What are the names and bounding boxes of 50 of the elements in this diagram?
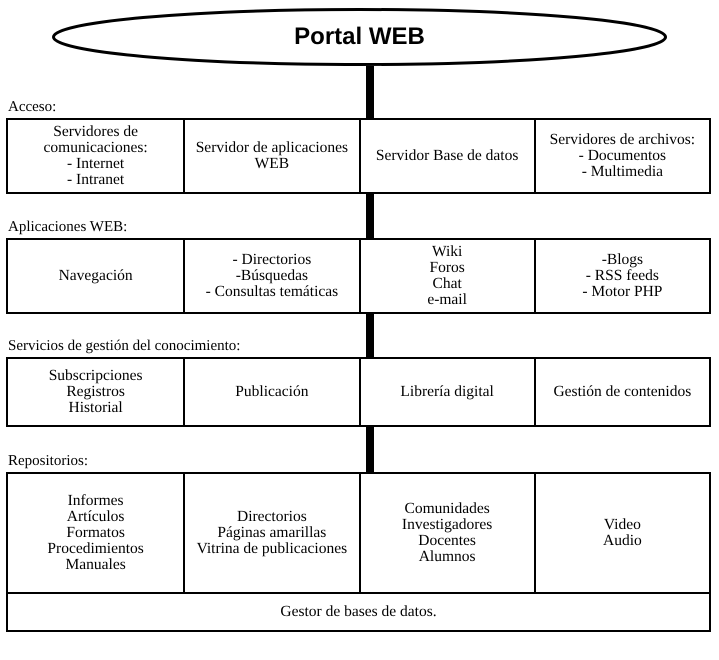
- component-text: Navegación: [58, 268, 133, 284]
- component-text: Servidor Base de datos: [376, 148, 518, 164]
- connector-bar: [366, 194, 374, 238]
- component-text: Gestión de contenidos: [553, 384, 692, 400]
- component-text: - Multimedia: [582, 164, 664, 180]
- component-text: - Intranet: [67, 172, 124, 188]
- component-text: Gestor de bases de datos.: [280, 604, 437, 620]
- portal-title: Portal WEB: [294, 23, 425, 51]
- component-text: Servidores de archivos:: [550, 132, 696, 148]
- component-text: Formatos: [66, 525, 125, 541]
- component-text: Audio: [603, 533, 642, 549]
- component-text: Librería digital: [400, 384, 494, 400]
- component-text: Servidor de aplicaciones WEB: [194, 140, 350, 172]
- component-text: Historial: [68, 400, 123, 416]
- component-text: Chat: [432, 276, 462, 292]
- component-text: Publicación: [235, 384, 308, 400]
- component-text: e-mail: [427, 292, 467, 308]
- component-text: Procedimientos: [47, 541, 144, 557]
- component-text: Docentes: [418, 533, 476, 549]
- component-text: Directorios: [237, 509, 307, 525]
- layer-heading: Servicios de gestión del conocimiento:: [8, 338, 240, 355]
- component-text: Investigadores: [402, 517, 492, 533]
- component-text: -Búsquedas: [236, 268, 308, 284]
- component-text: -Blogs: [602, 252, 644, 268]
- component-text: Servidores de comunicaciones:: [42, 124, 149, 156]
- connector-bar: [366, 66, 374, 118]
- component-text: Wiki: [432, 244, 462, 260]
- component-text: Registros: [66, 384, 125, 400]
- component-text: Vitrina de publicaciones: [196, 541, 348, 557]
- layer-heading: Acceso:: [8, 99, 56, 116]
- layer-heading: Repositorios:: [8, 453, 88, 470]
- component-text: Subscripciones: [48, 368, 143, 384]
- portal-ellipse: [52, 8, 667, 66]
- component-text: Artículos: [66, 509, 124, 525]
- component-text: - Motor PHP: [582, 284, 662, 300]
- component-text: - Directorios: [232, 252, 312, 268]
- component-text: Alumnos: [418, 549, 476, 565]
- component-text: - Documentos: [578, 148, 666, 164]
- connector-bar: [366, 314, 374, 357]
- component-text: Manuales: [65, 557, 126, 573]
- component-text: - Consultas temáticas: [206, 284, 338, 300]
- component-text: Informes: [68, 493, 124, 509]
- component-text: Foros: [429, 260, 465, 276]
- component-text: Video: [604, 517, 641, 533]
- component-text: - RSS feeds: [586, 268, 659, 284]
- layer-heading: Aplicaciones WEB:: [8, 219, 128, 236]
- component-text: Páginas amarillas: [217, 525, 326, 541]
- connector-bar: [366, 427, 374, 472]
- component-text: Comunidades: [404, 501, 490, 517]
- component-text: - Internet: [67, 156, 124, 172]
